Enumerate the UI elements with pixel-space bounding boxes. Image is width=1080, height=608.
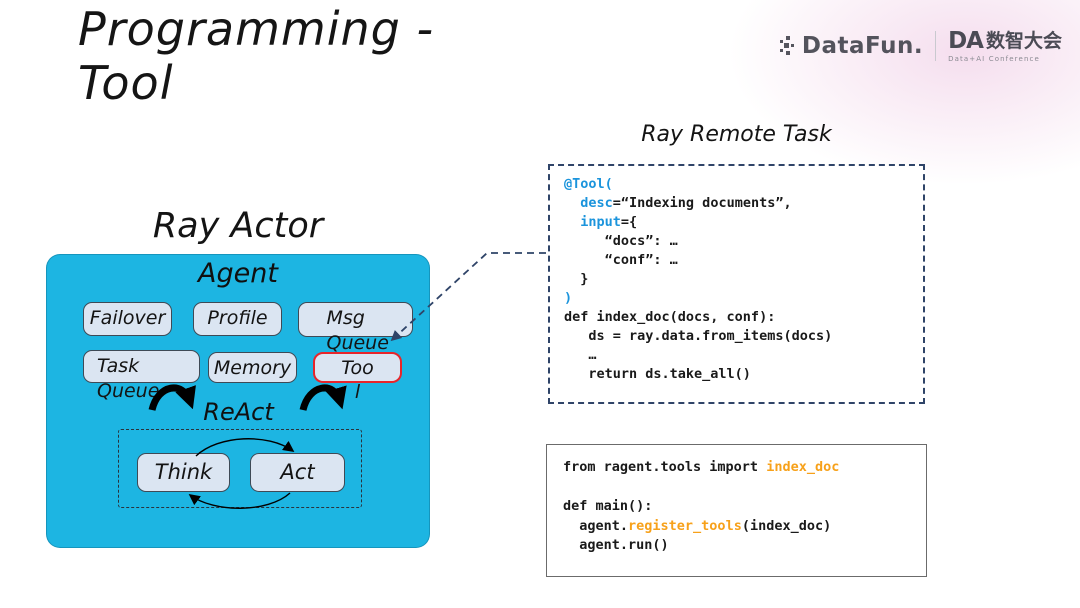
code-line: input={ — [580, 214, 638, 230]
datafun-logo-text: DataFun. — [801, 33, 924, 59]
ray-actor-title: Ray Actor — [152, 206, 324, 246]
brand-header: DataFun. DA 数智大会 Data+AI Conference — [779, 26, 1062, 66]
code-line: agent.run() — [563, 537, 669, 553]
da-conference-logo: DA 数智大会 Data+AI Conference — [948, 27, 1062, 63]
node-label: Memory — [213, 357, 292, 379]
node-memory: Memory — [208, 352, 297, 383]
react-label: ReAct — [203, 398, 274, 426]
da-logo-subtitle: Data+AI Conference — [948, 54, 1040, 63]
node-profile: Profile — [193, 302, 282, 336]
code-line — [563, 478, 920, 498]
node-label: Profile — [207, 307, 268, 329]
agent-label: Agent — [198, 258, 278, 289]
remote-task-code-box: @Tool( desc=“Indexing documents”, input=… — [548, 164, 925, 404]
node-label: Failover — [89, 307, 166, 329]
node-label: Task Queue — [97, 355, 160, 402]
brand-separator — [935, 31, 937, 61]
node-failover: Failover — [83, 302, 172, 336]
node-tool-highlighted: Tool — [313, 352, 402, 403]
da-logo-abbr: DA — [948, 27, 984, 54]
datafun-logo: DataFun. — [779, 33, 924, 59]
da-logo-name: 数智大会 — [985, 29, 1062, 52]
node-act: Act — [250, 453, 345, 492]
ray-remote-task-title: Ray Remote Task — [641, 122, 832, 147]
code-line: agent.register_tools(index_doc) — [563, 517, 832, 534]
code-line: “conf”: … — [564, 252, 678, 268]
node-think: Think — [137, 453, 230, 492]
code-line: ) — [564, 290, 573, 306]
code-line: } — [564, 271, 589, 287]
code-line: “docs”: … — [564, 233, 678, 249]
node-task-queue: Task Queue — [83, 350, 200, 402]
code-line: @Tool( — [564, 176, 613, 192]
node-label: Msg Queue — [326, 307, 389, 354]
code-line: desc=“Indexing documents”, — [580, 195, 792, 211]
main-code-box: from ragent.tools import index_doc def m… — [546, 444, 927, 577]
code-line: def index_doc(docs, conf): — [564, 309, 776, 325]
node-msg-queue: Msg Queue — [298, 302, 413, 354]
code-line: ds = ray.data.from_items(docs) — [564, 328, 833, 344]
datafun-dots-icon — [779, 36, 794, 55]
code-line: … — [564, 347, 597, 363]
code-line: def main(): — [563, 498, 653, 514]
node-label: Think — [154, 460, 213, 484]
page-title: Programming - Tool — [78, 2, 435, 110]
node-label: Tool — [341, 357, 374, 403]
code-line: from ragent.tools import index_doc — [563, 459, 840, 475]
node-label: Act — [280, 460, 315, 484]
code-line: return ds.take_all() — [564, 366, 751, 382]
